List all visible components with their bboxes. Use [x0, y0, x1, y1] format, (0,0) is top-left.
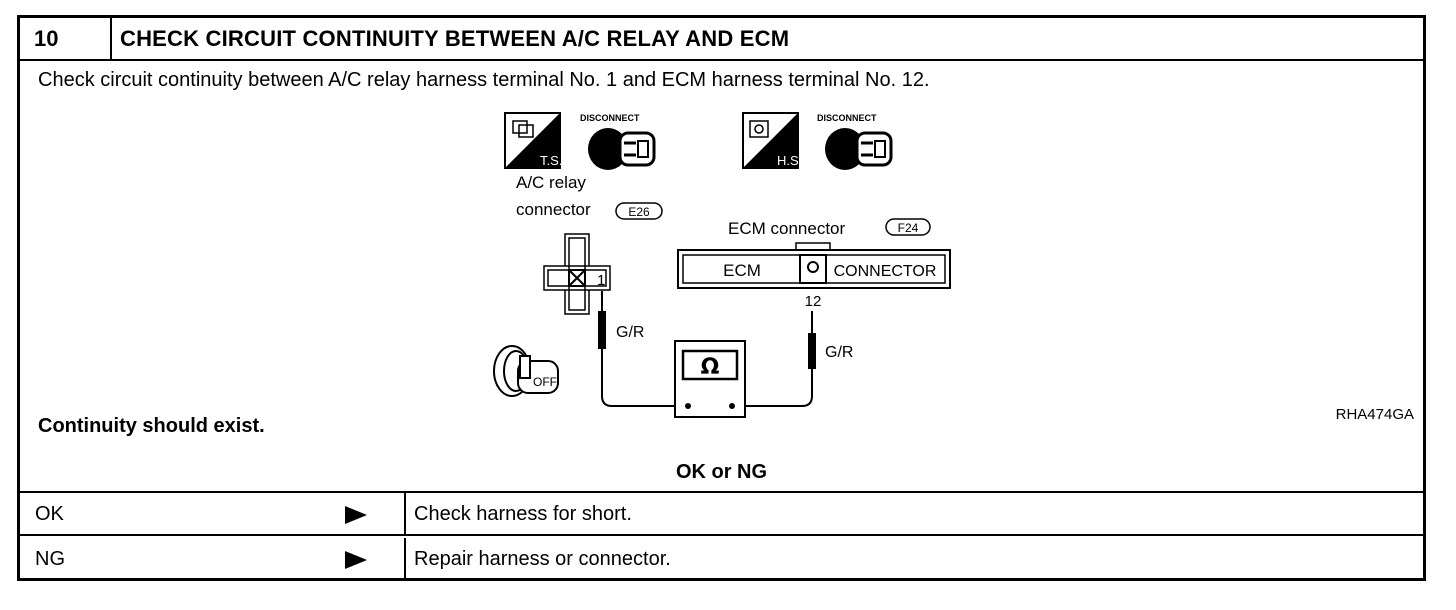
- hs-label: H.S.: [777, 153, 802, 168]
- ecm-terminal-number: 12: [805, 293, 822, 310]
- probe-right: [808, 333, 816, 369]
- procedure-table: 10 CHECK CIRCUIT CONTINUITY BETWEEN A/C …: [17, 15, 1426, 581]
- relay-label-line2: connector: [516, 200, 591, 219]
- wire-color-left: G/R: [616, 324, 644, 341]
- relay-connector-code: E26: [628, 205, 650, 219]
- test-leads: [601, 291, 813, 407]
- step-body: Check circuit continuity between A/C rel…: [20, 61, 1423, 493]
- ohm-symbol: Ω: [701, 355, 720, 380]
- relay-code-badge: [615, 202, 663, 220]
- ecm-code-badge: [885, 218, 931, 236]
- result-action: Repair harness or connector.: [414, 548, 671, 570]
- disconnect-icon: DISCONNECT: [580, 113, 656, 170]
- probe-left: [598, 311, 606, 349]
- expected-result: Continuity should exist.: [38, 415, 265, 437]
- relay-connector: [543, 233, 611, 315]
- step-number: 10: [20, 18, 112, 59]
- decision-label: OK or NG: [675, 461, 768, 483]
- ecm-connector: [677, 242, 951, 289]
- tester-service-icon: T.S.: [504, 112, 562, 169]
- disconnect-label-1: DISCONNECT: [580, 113, 640, 123]
- disconnect-label-2: DISCONNECT: [817, 113, 877, 123]
- ecm-connector-code: F24: [898, 221, 919, 235]
- harness-side-icon: H.S.: [742, 112, 802, 169]
- ignition-off-label: OFF: [533, 375, 557, 389]
- ohmmeter: [674, 340, 746, 418]
- arrow-right-icon: [345, 551, 367, 569]
- result-label: NG: [35, 548, 65, 570]
- ignition-key-icon: [493, 345, 559, 397]
- result-label: OK: [35, 503, 64, 525]
- relay-terminal-number: 1: [597, 272, 605, 289]
- wire-color-right: G/R: [825, 344, 853, 361]
- step-header: 10 CHECK CIRCUIT CONTINUITY BETWEEN A/C …: [20, 18, 1423, 61]
- ecm-connector-text-left: ECM: [723, 261, 761, 280]
- disconnect-icon: DISCONNECT: [817, 113, 893, 170]
- result-action: Check harness for short.: [414, 503, 632, 525]
- ecm-connector-text-right: CONNECTOR: [834, 263, 937, 280]
- ecm-connector-label: ECM connector: [728, 219, 845, 238]
- result-row-ng: NG Repair harness or connector.: [20, 538, 1423, 581]
- relay-label-line1: A/C relay: [516, 173, 586, 192]
- result-row-ok: OK Check harness for short.: [20, 493, 1423, 536]
- row-divider: [404, 493, 406, 534]
- figure-code: RHA474GA: [1336, 406, 1414, 423]
- ts-label: T.S.: [540, 153, 562, 168]
- circuit-diagram: T.S. DISCONNECT H.S. DI: [493, 112, 1414, 423]
- arrow-right-icon: [345, 506, 367, 524]
- instruction-text: Check circuit continuity between A/C rel…: [38, 69, 930, 91]
- step-title: CHECK CIRCUIT CONTINUITY BETWEEN A/C REL…: [120, 26, 790, 51]
- row-divider: [404, 538, 406, 581]
